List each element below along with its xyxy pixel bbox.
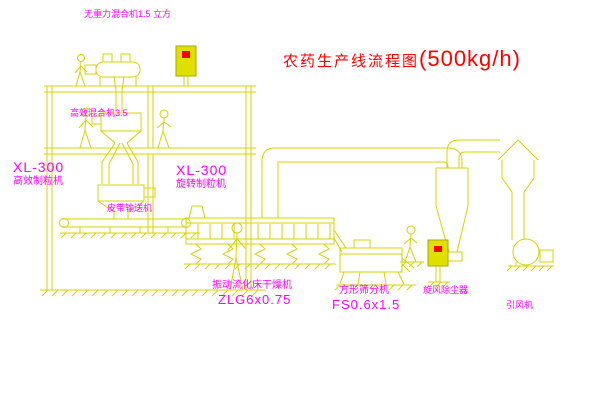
worker-figure-roof: [74, 54, 88, 87]
worker-figure-floor2-right: [156, 109, 172, 149]
panel-indicator-light: [182, 51, 190, 58]
ground-hatching: [40, 232, 554, 297]
top-mixer: [84, 53, 141, 112]
panel-indicator-light: [434, 246, 442, 252]
control-panel-2: [427, 239, 449, 283]
fluid-bed-dryer: [185, 205, 347, 265]
induced-draft-fan: [510, 238, 554, 267]
diagram-title-text: 农药生产线流程图: [283, 53, 420, 70]
label-fan: 引风机: [506, 300, 534, 310]
worker-figure-floor2-left: [78, 107, 94, 149]
label-belt-conveyor: 皮带输送机: [107, 203, 153, 213]
main-duct: [261, 147, 463, 218]
worker-figure-sieve: [403, 225, 418, 263]
label-granulator-mid-name: 旋转制粒机: [176, 179, 226, 190]
exhaust-stack: [497, 139, 539, 240]
building-frame: [44, 85, 256, 290]
label-cyclone: 旋风除尘器: [423, 285, 469, 295]
diagram-title: 农药生产线流程图 (500kg/h): [283, 46, 521, 72]
worker-figure-ground: [227, 222, 247, 291]
label-dryer-name: 振动流化床干燥机: [212, 280, 292, 291]
sieve-machine: [339, 239, 415, 285]
control-panel-1: [175, 45, 197, 87]
label-granulator-mid-model: XL-300: [176, 162, 228, 178]
label-dryer-model: ZLG6x0.75: [218, 292, 292, 307]
second-mixer: [91, 112, 142, 184]
diagram-title-capacity: (500kg/h): [419, 46, 521, 71]
label-second-mixer: 高效混合机3.5: [70, 108, 128, 118]
label-granulator-left-model: XL-300: [13, 159, 65, 175]
label-granulator-left-name: 高效制粒机: [13, 176, 63, 187]
label-sieve-model: FS0.6x1.5: [332, 297, 401, 312]
label-sieve-name: 方形筛分机: [339, 285, 389, 296]
label-top-mixer: 无重力混合机1.5 立方: [84, 9, 172, 19]
granulator: [97, 184, 156, 219]
belt-conveyor: [59, 218, 191, 233]
